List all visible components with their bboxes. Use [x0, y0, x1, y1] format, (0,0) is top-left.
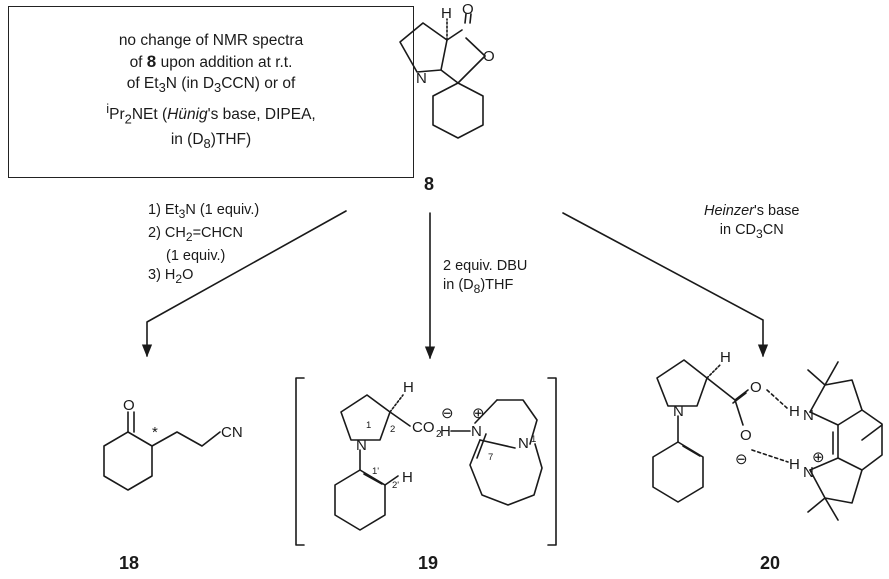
- note-line-5: in (D8)THF): [170, 131, 252, 152]
- charge-plus-19: ⊕: [472, 405, 485, 422]
- atom-h-top-20: H: [789, 403, 800, 420]
- atom-o-18: O: [123, 397, 135, 414]
- note-box: no change of NMR spectra of 8 upon addit…: [8, 6, 414, 178]
- atom-n-8: N: [416, 70, 427, 87]
- compound-label-20: 20: [760, 553, 781, 573]
- atom-o-ring-8: O: [483, 48, 495, 65]
- note-line-4: iPr2NEt (Hünig's base, DIPEA,: [106, 100, 316, 127]
- charge-minus-19: ⊖: [441, 405, 454, 422]
- structure-8: [399, 13, 486, 139]
- locant-1p: 1': [372, 466, 379, 477]
- atom-cn-18: CN: [221, 424, 243, 441]
- atom-n-dbu-19: N: [518, 435, 529, 452]
- atom-h-vinyl-19: H: [402, 469, 413, 486]
- structure-18: [103, 411, 221, 491]
- arrow-to-18: [141, 210, 347, 358]
- compound-label-8: 8: [424, 174, 435, 194]
- sub-2-19: 2: [436, 429, 442, 440]
- structure-19: [295, 377, 557, 546]
- locant-2: 2: [390, 424, 395, 435]
- structure-20: [652, 359, 883, 521]
- note-line-2: of 8 upon addition at r.t.: [129, 51, 293, 71]
- atom-n-plus-19: N: [471, 423, 482, 440]
- conditions-left: 1) Et3N (1 equiv.) 2) CH2=CHCN (1 equiv.…: [148, 202, 260, 286]
- conditions-right: Heinzer's base in CD3CN: [704, 203, 800, 241]
- star-18: *: [152, 424, 158, 441]
- atom-h-19: H: [403, 379, 414, 396]
- arrow-to-20: [562, 212, 769, 358]
- atom-n-19: N: [356, 437, 367, 454]
- atom-labels: N H O O O * CN N 1 2 1' 2' H CO 2 ⊖ H H …: [123, 1, 825, 491]
- atom-o-top-20: O: [750, 379, 762, 396]
- atom-o-bottom-20: O: [740, 427, 752, 444]
- atom-h-8: H: [441, 5, 452, 22]
- locant-2p: 2': [392, 480, 399, 491]
- compound-label-18: 18: [119, 553, 140, 573]
- locant-7: 7: [488, 452, 493, 463]
- note-line-1: no change of NMR spectra: [118, 31, 304, 49]
- atom-co-19: CO: [412, 419, 435, 436]
- atom-o-carbonyl-8: O: [462, 1, 474, 18]
- locant-1: 1: [366, 420, 371, 431]
- atom-n-top-20: N: [803, 407, 814, 424]
- conditions-middle: 2 equiv. DBU in (D8)THF: [443, 258, 528, 296]
- atom-h-bottom-20: H: [789, 456, 800, 473]
- atom-n-20: N: [673, 403, 684, 420]
- compound-label-19: 19: [418, 553, 439, 573]
- atom-h-20: H: [720, 349, 731, 366]
- note-line-3: of Et3N (in D3CCN) or of: [126, 74, 296, 95]
- charge-minus-20: ⊖: [735, 451, 748, 468]
- atom-h-plus-19: H: [440, 423, 451, 440]
- locant-1-dbu: 1: [531, 434, 536, 445]
- charge-plus-20: ⊕: [812, 449, 825, 466]
- atom-n-bottom-20: N: [803, 464, 814, 481]
